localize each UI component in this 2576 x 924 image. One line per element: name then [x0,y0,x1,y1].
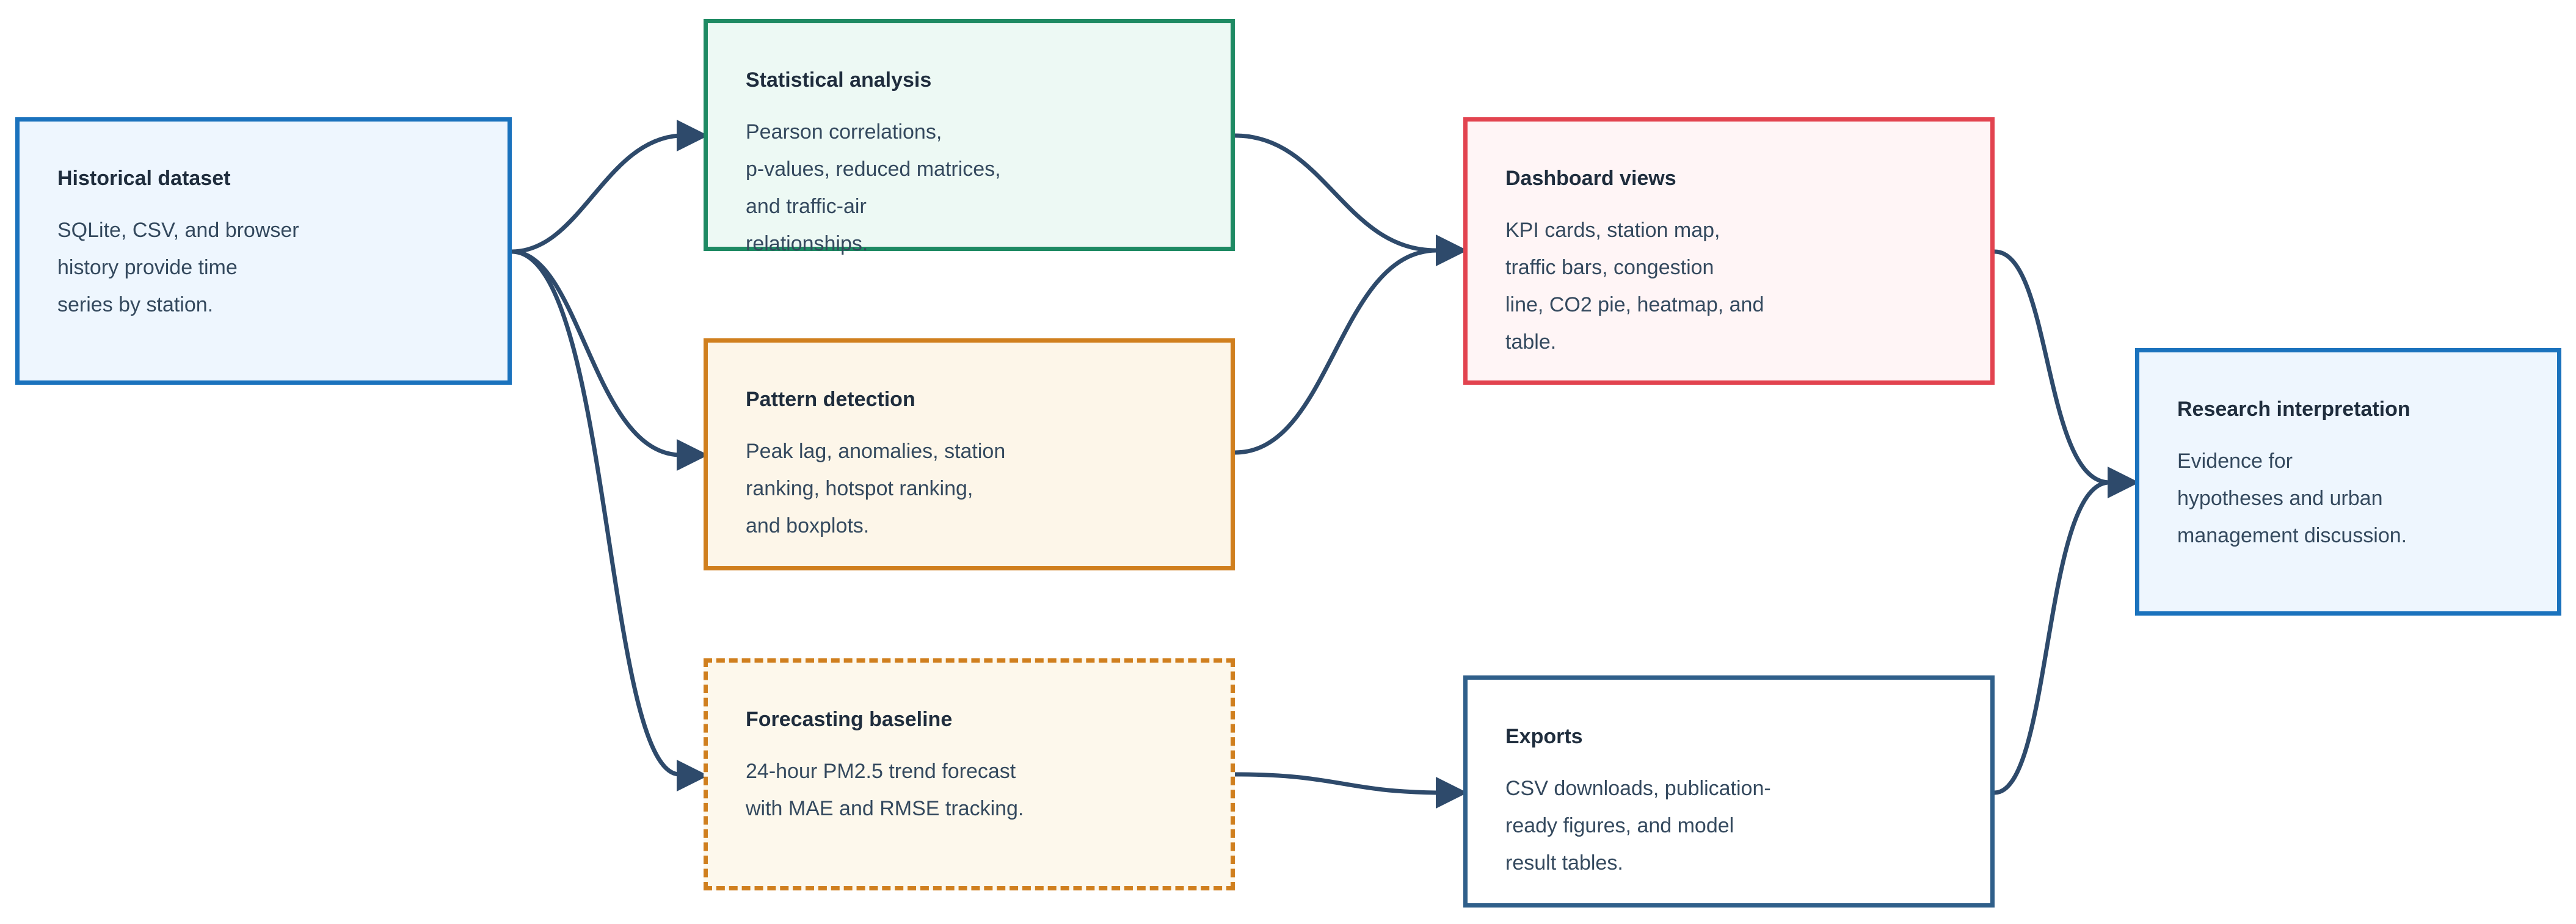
description-line: Pearson correlations, [746,120,942,144]
description-line: SQLite, CSV, and browser [57,219,299,242]
arrowhead-forecast [677,760,708,791]
description-line: Peak lag, anomalies, station [746,440,1006,463]
connector-dataset-to-forecast [511,249,680,777]
node-exports: Exports CSV downloads, publication-ready… [1463,675,1995,908]
node-title: Statistical analysis [746,68,932,92]
arrowhead-research [2108,467,2139,498]
description-line: ready figures, and model [1505,814,1734,837]
description-line: and traffic-air [746,195,867,218]
description-line: with MAE and RMSE tracking. [746,797,1024,820]
description-line: result tables. [1505,851,1623,875]
node-description: Pearson correlations, p-values, reduced m… [746,114,1001,263]
description-line: table. [1505,330,1557,354]
description-line: traffic bars, congestion [1505,256,1714,279]
node-pattern-detection: Pattern detection Peak lag, anomalies, s… [704,338,1235,570]
description-line: management discussion. [2177,524,2407,547]
connector-forecast-to-exports [1234,772,1437,795]
node-title: Research interpretation [2177,398,2410,421]
node-research-interpretation: Research interpretation Evidence for hypo… [2135,348,2561,616]
description-line: ranking, hotspot ranking, [746,477,973,500]
connector-dashboard-to-research [1994,249,2110,485]
node-title: Historical dataset [57,167,231,190]
node-forecasting-baseline: Forecasting baseline 24-hour PM2.5 trend… [704,658,1235,890]
description-line: CSV downloads, publication- [1505,777,1771,800]
description-line: and boxplots. [746,514,870,537]
description-line: KPI cards, station map, [1505,219,1720,242]
node-description: Evidence for hypotheses and urban manageme… [2177,443,2407,555]
description-line: line, CO2 pie, heatmap, and [1505,293,1764,316]
arrowhead-pattern [677,439,708,471]
node-title: Forecasting baseline [746,708,953,731]
node-dashboard-views: Dashboard views KPI cards, station map, t… [1463,117,1995,385]
node-description: 24-hour PM2.5 trend forecast with MAE and… [746,753,1024,828]
description-line: relationships. [746,232,868,255]
description-line: Evidence for [2177,449,2293,473]
connector-dataset-to-pattern [511,249,680,457]
node-description: SQLite, CSV, and browser history provide … [57,212,299,324]
connector-stats-to-dashboard [1234,133,1437,253]
node-description: CSV downloads, publication-ready figures… [1505,770,1771,882]
description-line: 24-hour PM2.5 trend forecast [746,760,1016,783]
description-line: series by station. [57,293,214,316]
description-line: history provide time [57,256,238,279]
connector-pattern-to-dashboard [1234,248,1437,455]
connector-exports-to-research [1994,480,2110,795]
arrowhead-stats [677,120,708,151]
connector-dataset-to-stats [511,133,680,254]
arrowhead-dashboard [1436,235,1468,266]
node-title: Pattern detection [746,388,915,411]
node-description: Peak lag, anomalies, station ranking, hot… [746,433,1005,545]
node-title: Dashboard views [1505,167,1676,190]
node-statistical-analysis: Statistical analysis Pearson correlation… [704,19,1235,255]
description-line: p-values, reduced matrices, [746,158,1001,181]
node-title: Exports [1505,725,1583,748]
node-description: KPI cards, station map, traffic bars, con… [1505,212,1764,361]
arrowhead-exports [1436,777,1468,809]
node-historical-dataset: Historical dataset SQLite, CSV, and brow… [15,117,512,385]
description-line: hypotheses and urban [2177,487,2383,510]
